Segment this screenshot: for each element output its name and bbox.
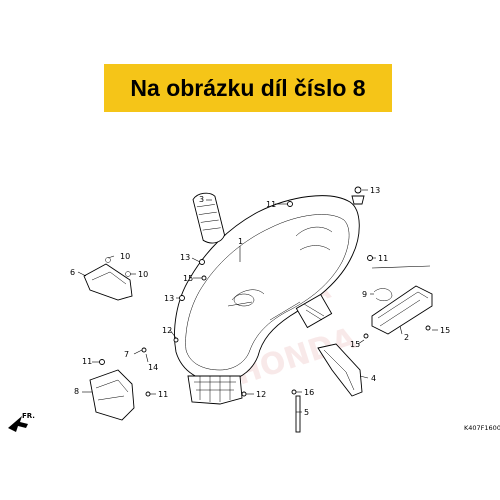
callout-6: 6 — [70, 268, 75, 277]
title-banner: Na obrázku díl číslo 8 — [104, 64, 392, 112]
callout-1: 1 — [238, 237, 243, 246]
callout-10b: 10 — [138, 270, 148, 279]
callout-15a: 15 — [183, 274, 193, 283]
callout-11b: 11 — [378, 254, 388, 263]
callout-4: 4 — [371, 374, 376, 383]
callout-9: 9 — [362, 290, 367, 299]
callout-13c: 13 — [164, 294, 174, 303]
callout-7: 7 — [124, 350, 129, 359]
callout-11a: 11 — [266, 200, 276, 209]
callout-13b: 13 — [180, 253, 190, 262]
callout-3: 3 — [199, 195, 204, 204]
callout-8: 8 — [74, 387, 79, 396]
callout-13a: 13 — [370, 186, 380, 195]
title-text: Na obrázku díl číslo 8 — [130, 74, 366, 101]
callout-5: 5 — [304, 408, 309, 417]
callout-14: 14 — [148, 363, 158, 372]
callout-12a: 12 — [162, 326, 172, 335]
part-5-rod — [295, 395, 301, 433]
callout-12b: 12 — [256, 390, 266, 399]
callout-15b: 15 — [440, 326, 450, 335]
part-1-luggage-box — [174, 195, 360, 405]
part-4-cover — [317, 343, 363, 397]
front-direction-arrow: FR. — [8, 412, 35, 432]
fasteners — [99, 186, 431, 397]
leader-lines — [77, 189, 438, 413]
callout-2: 2 — [404, 333, 409, 342]
part-9-seal — [373, 288, 393, 301]
callout-11c: 11 — [82, 357, 92, 366]
part-8-lower-cover — [89, 369, 135, 421]
direction-label: FR. — [22, 412, 35, 420]
diagram-code: K407F1600 — [464, 424, 500, 432]
callout-10a: 10 — [120, 252, 130, 261]
callout-16: 16 — [304, 388, 314, 397]
callout-15c: 15 — [350, 340, 360, 349]
part-3-pad — [192, 192, 226, 244]
part-6-bracket — [83, 257, 133, 301]
callout-11d: 11 — [158, 390, 168, 399]
part-2-tray — [371, 285, 433, 335]
callout-labels: 1 2 3 4 5 6 7 8 9 10 10 11 11 11 11 12 1… — [70, 186, 450, 417]
